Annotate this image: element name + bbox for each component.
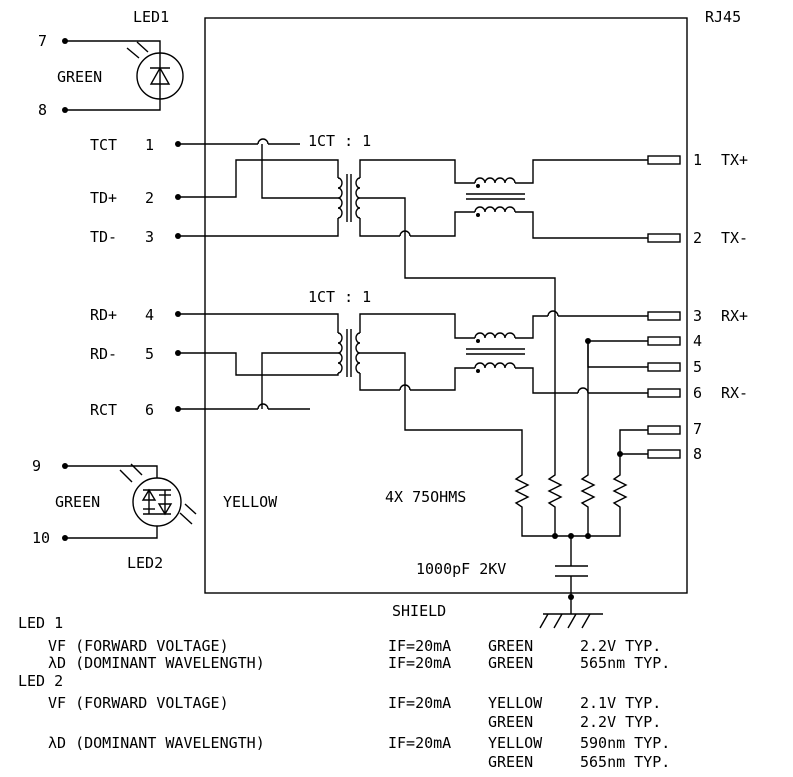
spec-cond: IF=20mA	[388, 694, 451, 712]
spec-value: 565nm TYP.	[580, 753, 670, 771]
spec-color: GREEN	[488, 713, 533, 731]
right-pin-num: 7	[693, 420, 702, 438]
right-pin-num: 3	[693, 307, 702, 325]
led1-name: LED1	[133, 8, 169, 26]
led1-group: LED1 7 8 GREEN	[38, 8, 184, 119]
led2-pin-a: 9	[32, 457, 41, 475]
spec-led1-title: LED 1	[18, 614, 63, 632]
spec-param: VF (FORWARD VOLTAGE)	[48, 694, 229, 712]
spec-color: YELLOW	[488, 694, 543, 712]
spec-param: λD (DOMINANT WAVELENGTH)	[48, 654, 265, 672]
led1-color: GREEN	[57, 68, 102, 86]
tx-wiring	[178, 138, 648, 310]
led2-name: LED2	[127, 554, 163, 572]
spec-value: 2.1V TYP.	[580, 694, 661, 712]
spec-value: 2.2V TYP.	[580, 637, 661, 655]
spec-cond: IF=20mA	[388, 637, 451, 655]
left-pin-name: TCT	[90, 136, 117, 154]
left-pin-num: 6	[145, 401, 154, 419]
led2-pin-b: 10	[32, 529, 50, 547]
right-pin-num: 4	[693, 332, 702, 350]
capacitor-label: 1000pF 2KV	[416, 560, 506, 578]
right-pin-num: 2	[693, 229, 702, 247]
spec-led2-title: LED 2	[18, 672, 63, 690]
resistors-label: 4X 75OHMS	[385, 488, 466, 506]
right-pin-name: TX+	[721, 151, 748, 169]
resistor	[612, 470, 628, 512]
module-label: RJ45	[705, 8, 741, 26]
tx-primary-coil	[337, 177, 343, 219]
tx-choke-coil-b	[474, 206, 516, 213]
right-pin-num: 6	[693, 384, 702, 402]
spec-cond: IF=20mA	[388, 654, 451, 672]
spec-param: VF (FORWARD VOLTAGE)	[48, 637, 229, 655]
termination-network: 4X 75OHMS 1000pF 2KV	[385, 310, 648, 629]
led1-pin-a: 7	[38, 32, 47, 50]
tx-choke-coil-a	[474, 177, 516, 184]
spec-cond: IF=20mA	[388, 734, 451, 752]
left-pin-name: RD+	[90, 306, 117, 324]
right-pin-name: RX-	[721, 384, 748, 402]
left-pin-name: TD+	[90, 189, 117, 207]
rx-wiring	[178, 310, 648, 470]
led2-color-a: GREEN	[55, 493, 100, 511]
module-outline	[204, 17, 688, 594]
left-pin-num: 1	[145, 136, 154, 154]
right-pin-num: 1	[693, 151, 702, 169]
spec-color: YELLOW	[488, 734, 543, 752]
left-pin-name: RCT	[90, 401, 117, 419]
right-pin-num: 8	[693, 445, 702, 463]
left-pins: TCT 1 TD+ 2 TD- 3 RD+ 4 RD- 5 RCT 6	[90, 136, 181, 419]
led2-group: 9 10 GREEN YELLOW LED2	[32, 457, 278, 572]
left-pin-num: 3	[145, 228, 154, 246]
left-pin-name: RD-	[90, 345, 117, 363]
led1-diode-icon	[149, 66, 171, 85]
right-pin-name: RX+	[721, 307, 748, 325]
shield-label: SHIELD	[392, 602, 446, 620]
led-specs: LED 1 VF (FORWARD VOLTAGE) IF=20mA GREEN…	[18, 614, 670, 771]
spec-color: GREEN	[488, 637, 533, 655]
right-pin-num: 5	[693, 358, 702, 376]
spec-value: 565nm TYP.	[580, 654, 670, 672]
resistor	[547, 470, 563, 512]
left-pin-num: 2	[145, 189, 154, 207]
spec-color: GREEN	[488, 753, 533, 771]
rx-secondary-coil	[355, 332, 361, 374]
rx-choke-coil-b	[474, 362, 516, 369]
rx-primary-coil	[337, 332, 343, 374]
resistor	[580, 470, 596, 512]
right-contacts: 1 TX+ 2 TX- 3 RX+ 4 5 6 RX- 7 8	[647, 151, 748, 463]
led2-color-b: YELLOW	[223, 493, 278, 511]
rx-choke-coil-a	[474, 332, 516, 339]
left-pin-num: 4	[145, 306, 154, 324]
spec-value: 590nm TYP.	[580, 734, 670, 752]
transformer-ratio-top: 1CT : 1	[308, 132, 371, 150]
resistor	[514, 470, 530, 512]
spec-color: GREEN	[488, 654, 533, 672]
spec-param: λD (DOMINANT WAVELENGTH)	[48, 734, 265, 752]
left-pin-name: TD-	[90, 228, 117, 246]
led1-pin-b: 8	[38, 101, 47, 119]
spec-value: 2.2V TYP.	[580, 713, 661, 731]
tx-secondary-coil	[355, 177, 361, 219]
transformer-ratio-bottom: 1CT : 1	[308, 288, 371, 306]
left-pin-num: 5	[145, 345, 154, 363]
led2-body	[132, 477, 182, 527]
right-pin-name: TX-	[721, 229, 748, 247]
